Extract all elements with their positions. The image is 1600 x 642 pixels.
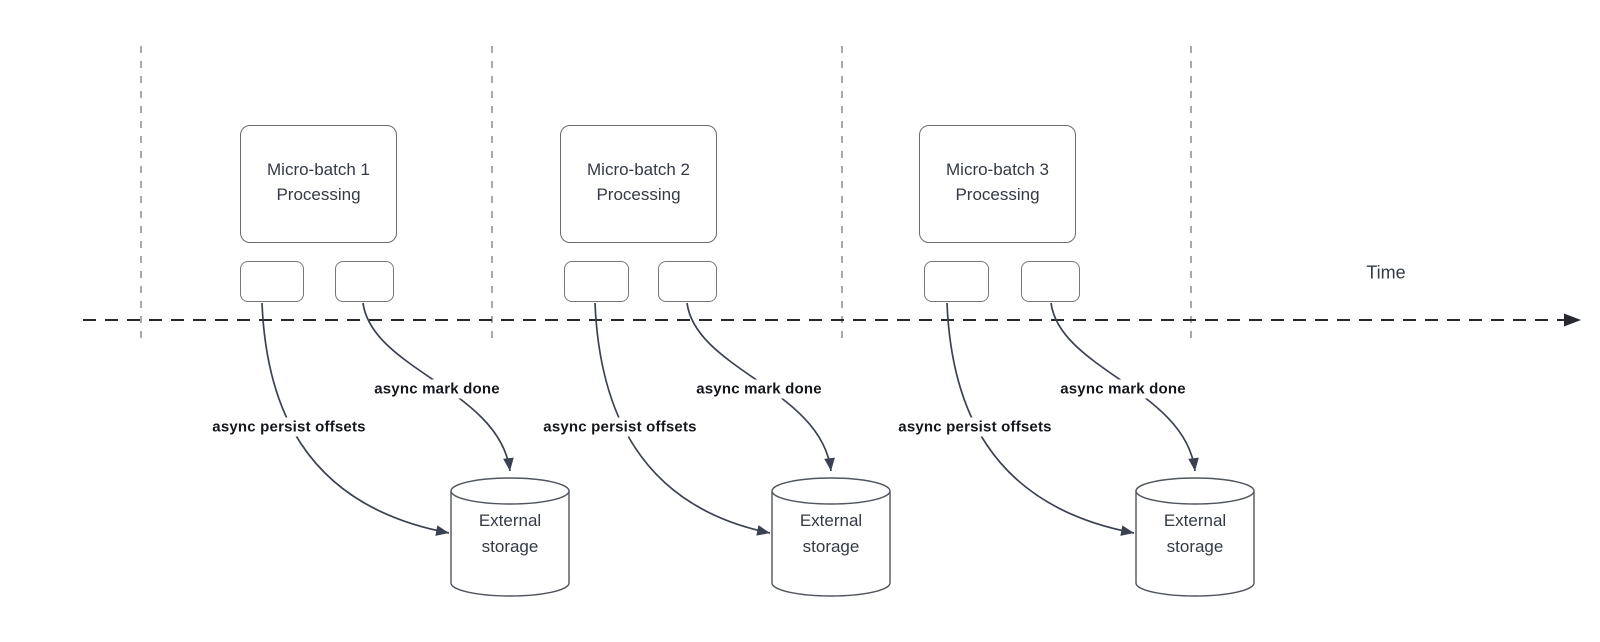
mark-done-arrow-label: async mark done [371, 379, 503, 399]
micro-batch-1-label: Micro-batch 1 Processing [267, 157, 370, 211]
time-axis-label: Time [1366, 262, 1406, 283]
persist-offsets-arrow-label: async persist offsets [540, 417, 700, 437]
external-storage-cylinder [450, 477, 570, 597]
storage-label-line: storage [481, 537, 539, 556]
async-persist-offsets-arrow [261, 302, 450, 536]
micro-batch-3-box: Micro-batch 3 Processing [919, 125, 1076, 243]
micro-batch-1-box: Micro-batch 1 Processing [240, 125, 397, 243]
external-storage-label: External storage [479, 508, 541, 560]
node-subtitle-line: Processing [596, 185, 681, 204]
storage-label-line: External [1163, 511, 1227, 530]
storage-label-line: External [799, 511, 863, 530]
async-persist-offsets-arrow [594, 302, 771, 536]
storage-label-line: storage [1166, 537, 1224, 556]
node-title-line: Micro-batch 3 [946, 160, 1049, 179]
micro-batch-3-label: Micro-batch 3 Processing [946, 157, 1049, 211]
mark-done-task-box [335, 261, 394, 302]
mark-done-task-box [1021, 261, 1080, 302]
persist-offsets-task-box [924, 261, 989, 302]
async-persist-offsets-arrow [946, 302, 1135, 536]
external-storage-cylinder [1135, 477, 1255, 597]
persist-offsets-task-box [240, 261, 304, 302]
node-subtitle-line: Processing [276, 185, 361, 204]
external-storage-label: External storage [800, 508, 862, 560]
external-storage-label: External storage [1164, 508, 1226, 560]
storage-label-line: storage [802, 537, 860, 556]
micro-batch-2-label: Micro-batch 2 Processing [587, 157, 690, 211]
persist-offsets-arrow-label: async persist offsets [209, 417, 369, 437]
mark-done-arrow-label: async mark done [693, 379, 825, 399]
node-title-line: Micro-batch 1 [267, 160, 370, 179]
persist-offsets-task-box [564, 261, 629, 302]
persist-offsets-arrow-label: async persist offsets [895, 417, 1055, 437]
micro-batch-2-box: Micro-batch 2 Processing [560, 125, 717, 243]
node-title-line: Micro-batch 2 [587, 160, 690, 179]
storage-label-line: External [478, 511, 542, 530]
time-axis-arrowhead-icon [1564, 313, 1581, 327]
node-subtitle-line: Processing [955, 185, 1040, 204]
external-storage-cylinder [771, 477, 891, 597]
mark-done-arrow-label: async mark done [1057, 379, 1189, 399]
mark-done-task-box [658, 261, 717, 302]
